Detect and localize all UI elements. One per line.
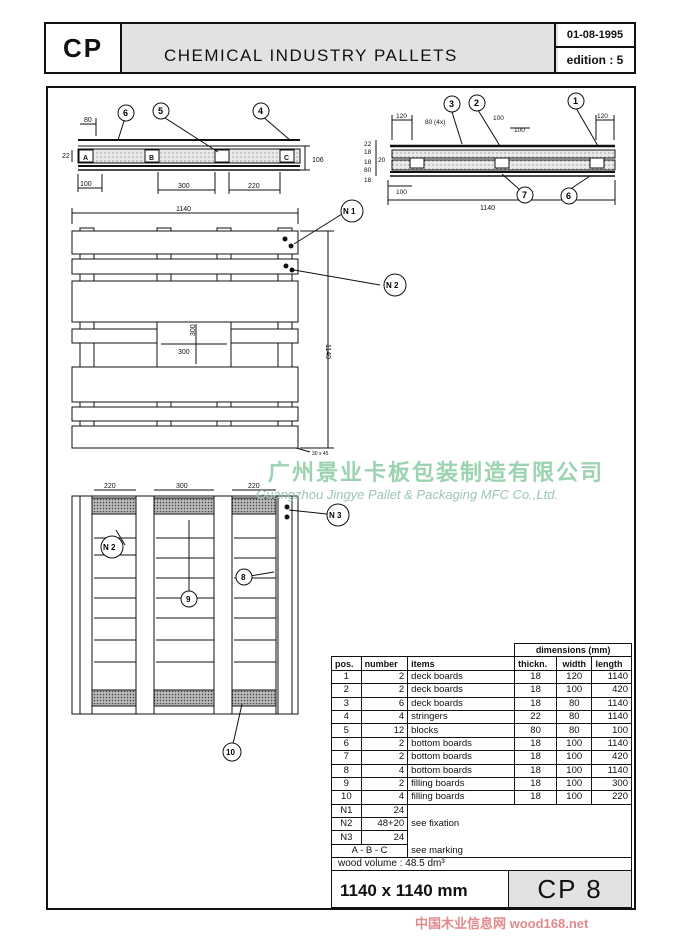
dim-18-b: 18 bbox=[364, 159, 372, 166]
col-width: width bbox=[556, 656, 593, 671]
dim-106: 106 bbox=[312, 157, 324, 164]
callout-4: 4 bbox=[258, 106, 263, 116]
dim-block-300: 300 bbox=[178, 349, 190, 356]
callout-6: 6 bbox=[566, 191, 571, 201]
dim-80-4x: 80 (4x) bbox=[425, 119, 445, 126]
dim-18-a: 18 bbox=[364, 149, 372, 156]
marking-b: B bbox=[149, 155, 154, 162]
table-header-row-1: dimensions (mm) bbox=[332, 642, 632, 658]
callout-9: 9 bbox=[186, 595, 191, 604]
dim-120-right: 120 bbox=[597, 113, 608, 120]
watermark-english: Guangzhou Jingye Pallet & Packaging MFC … bbox=[256, 487, 559, 502]
series-code: CP bbox=[46, 24, 122, 72]
dim-18-c: 18 bbox=[364, 177, 372, 184]
edition-label: edition : 5 bbox=[554, 48, 634, 72]
side-view-left-labels: 80 22 100 300 220 106 A B C bbox=[62, 117, 324, 190]
marking-a: A bbox=[83, 155, 88, 162]
dim-120-left: 120 bbox=[396, 113, 407, 120]
callout-1: 1 bbox=[573, 96, 578, 106]
callout-n2: N 2 bbox=[386, 281, 399, 290]
col-thickness: thickn. bbox=[514, 656, 558, 671]
side-view-left bbox=[71, 115, 310, 194]
side-view-right-callouts: 3 2 1 7 6 bbox=[443, 92, 585, 205]
dim-220-left: 220 bbox=[104, 483, 116, 490]
side-view-left-callouts: 6 5 4 bbox=[117, 102, 270, 122]
callout-3: 3 bbox=[449, 99, 454, 109]
dim-80: 80 bbox=[84, 117, 92, 124]
callout-2: 2 bbox=[474, 98, 479, 108]
bottom-view-callouts: N 3 N 2 8 9 10 bbox=[100, 503, 350, 762]
dim-corner: 30 x 45 bbox=[312, 451, 329, 457]
callout-5: 5 bbox=[158, 106, 163, 116]
dim-300: 300 bbox=[178, 183, 190, 190]
footer-watermark: 中国木业信息网 wood168.net bbox=[415, 916, 589, 931]
dim-1140: 1140 bbox=[480, 205, 495, 212]
bottom-view-labels: 220 300 220 bbox=[104, 483, 260, 490]
callout-n3: N 3 bbox=[329, 511, 342, 520]
dim-220-right: 220 bbox=[248, 483, 260, 490]
revision-date: 01-08-1995 bbox=[554, 24, 634, 48]
dim-100-c: 100 bbox=[396, 189, 407, 196]
top-view bbox=[71, 208, 381, 453]
callout-7: 7 bbox=[522, 190, 527, 200]
drawing-title: CHEMICAL INDUSTRY PALLETS bbox=[122, 24, 558, 72]
dim-22: 22 bbox=[62, 153, 70, 160]
top-view-labels: 1140 1140 300 300 30 x 45 bbox=[176, 206, 331, 457]
top-view-callouts: N 1 N 2 bbox=[340, 199, 407, 297]
dim-block-300-v: 300 bbox=[190, 324, 197, 336]
model-code: CP 8 bbox=[508, 871, 631, 907]
parts-table: dimensions (mm) pos. number items thickn… bbox=[330, 642, 632, 859]
side-view-right bbox=[375, 107, 616, 205]
dimensions-header: dimensions (mm) bbox=[514, 642, 632, 658]
dim-100-b: 100 bbox=[514, 127, 525, 134]
model-block: 1140 x 1140 mm CP 8 bbox=[331, 871, 632, 908]
col-number: number bbox=[360, 656, 409, 671]
callout-8: 8 bbox=[241, 573, 246, 582]
marking-c: C bbox=[284, 155, 289, 162]
title-block: CP CHEMICAL INDUSTRY PALLETS 01-08-1995 … bbox=[44, 22, 636, 74]
table-header-row-2: pos. number items thickn. width length bbox=[331, 656, 632, 671]
callout-n2: N 2 bbox=[103, 543, 116, 552]
bottom-view bbox=[71, 489, 328, 745]
callout-10: 10 bbox=[226, 748, 235, 757]
dim-100: 100 bbox=[80, 181, 92, 188]
dim-20: 20 bbox=[378, 157, 386, 164]
col-pos: pos. bbox=[331, 656, 362, 671]
side-view-right-labels: 120 80 (4x) 100 100 120 22 18 20 18 80 1… bbox=[364, 113, 608, 212]
drawing-frame bbox=[46, 86, 636, 910]
callout-n1: N 1 bbox=[343, 207, 356, 216]
dim-220: 220 bbox=[248, 183, 260, 190]
dim-100-a: 100 bbox=[493, 115, 504, 122]
dim-height-1140: 1140 bbox=[324, 344, 331, 359]
watermark-chinese: 广州景业卡板包装制造有限公司 bbox=[268, 460, 605, 485]
dim-width-1140: 1140 bbox=[176, 206, 191, 213]
col-length: length bbox=[591, 656, 632, 671]
col-items: items bbox=[407, 656, 516, 671]
dim-300: 300 bbox=[176, 483, 188, 490]
dim-80: 80 bbox=[364, 167, 372, 174]
callout-6: 6 bbox=[123, 108, 128, 118]
dim-22: 22 bbox=[364, 141, 372, 148]
pallet-size: 1140 x 1140 mm bbox=[340, 881, 468, 900]
wood-volume: wood volume : 48.5 dm³ bbox=[331, 857, 632, 871]
